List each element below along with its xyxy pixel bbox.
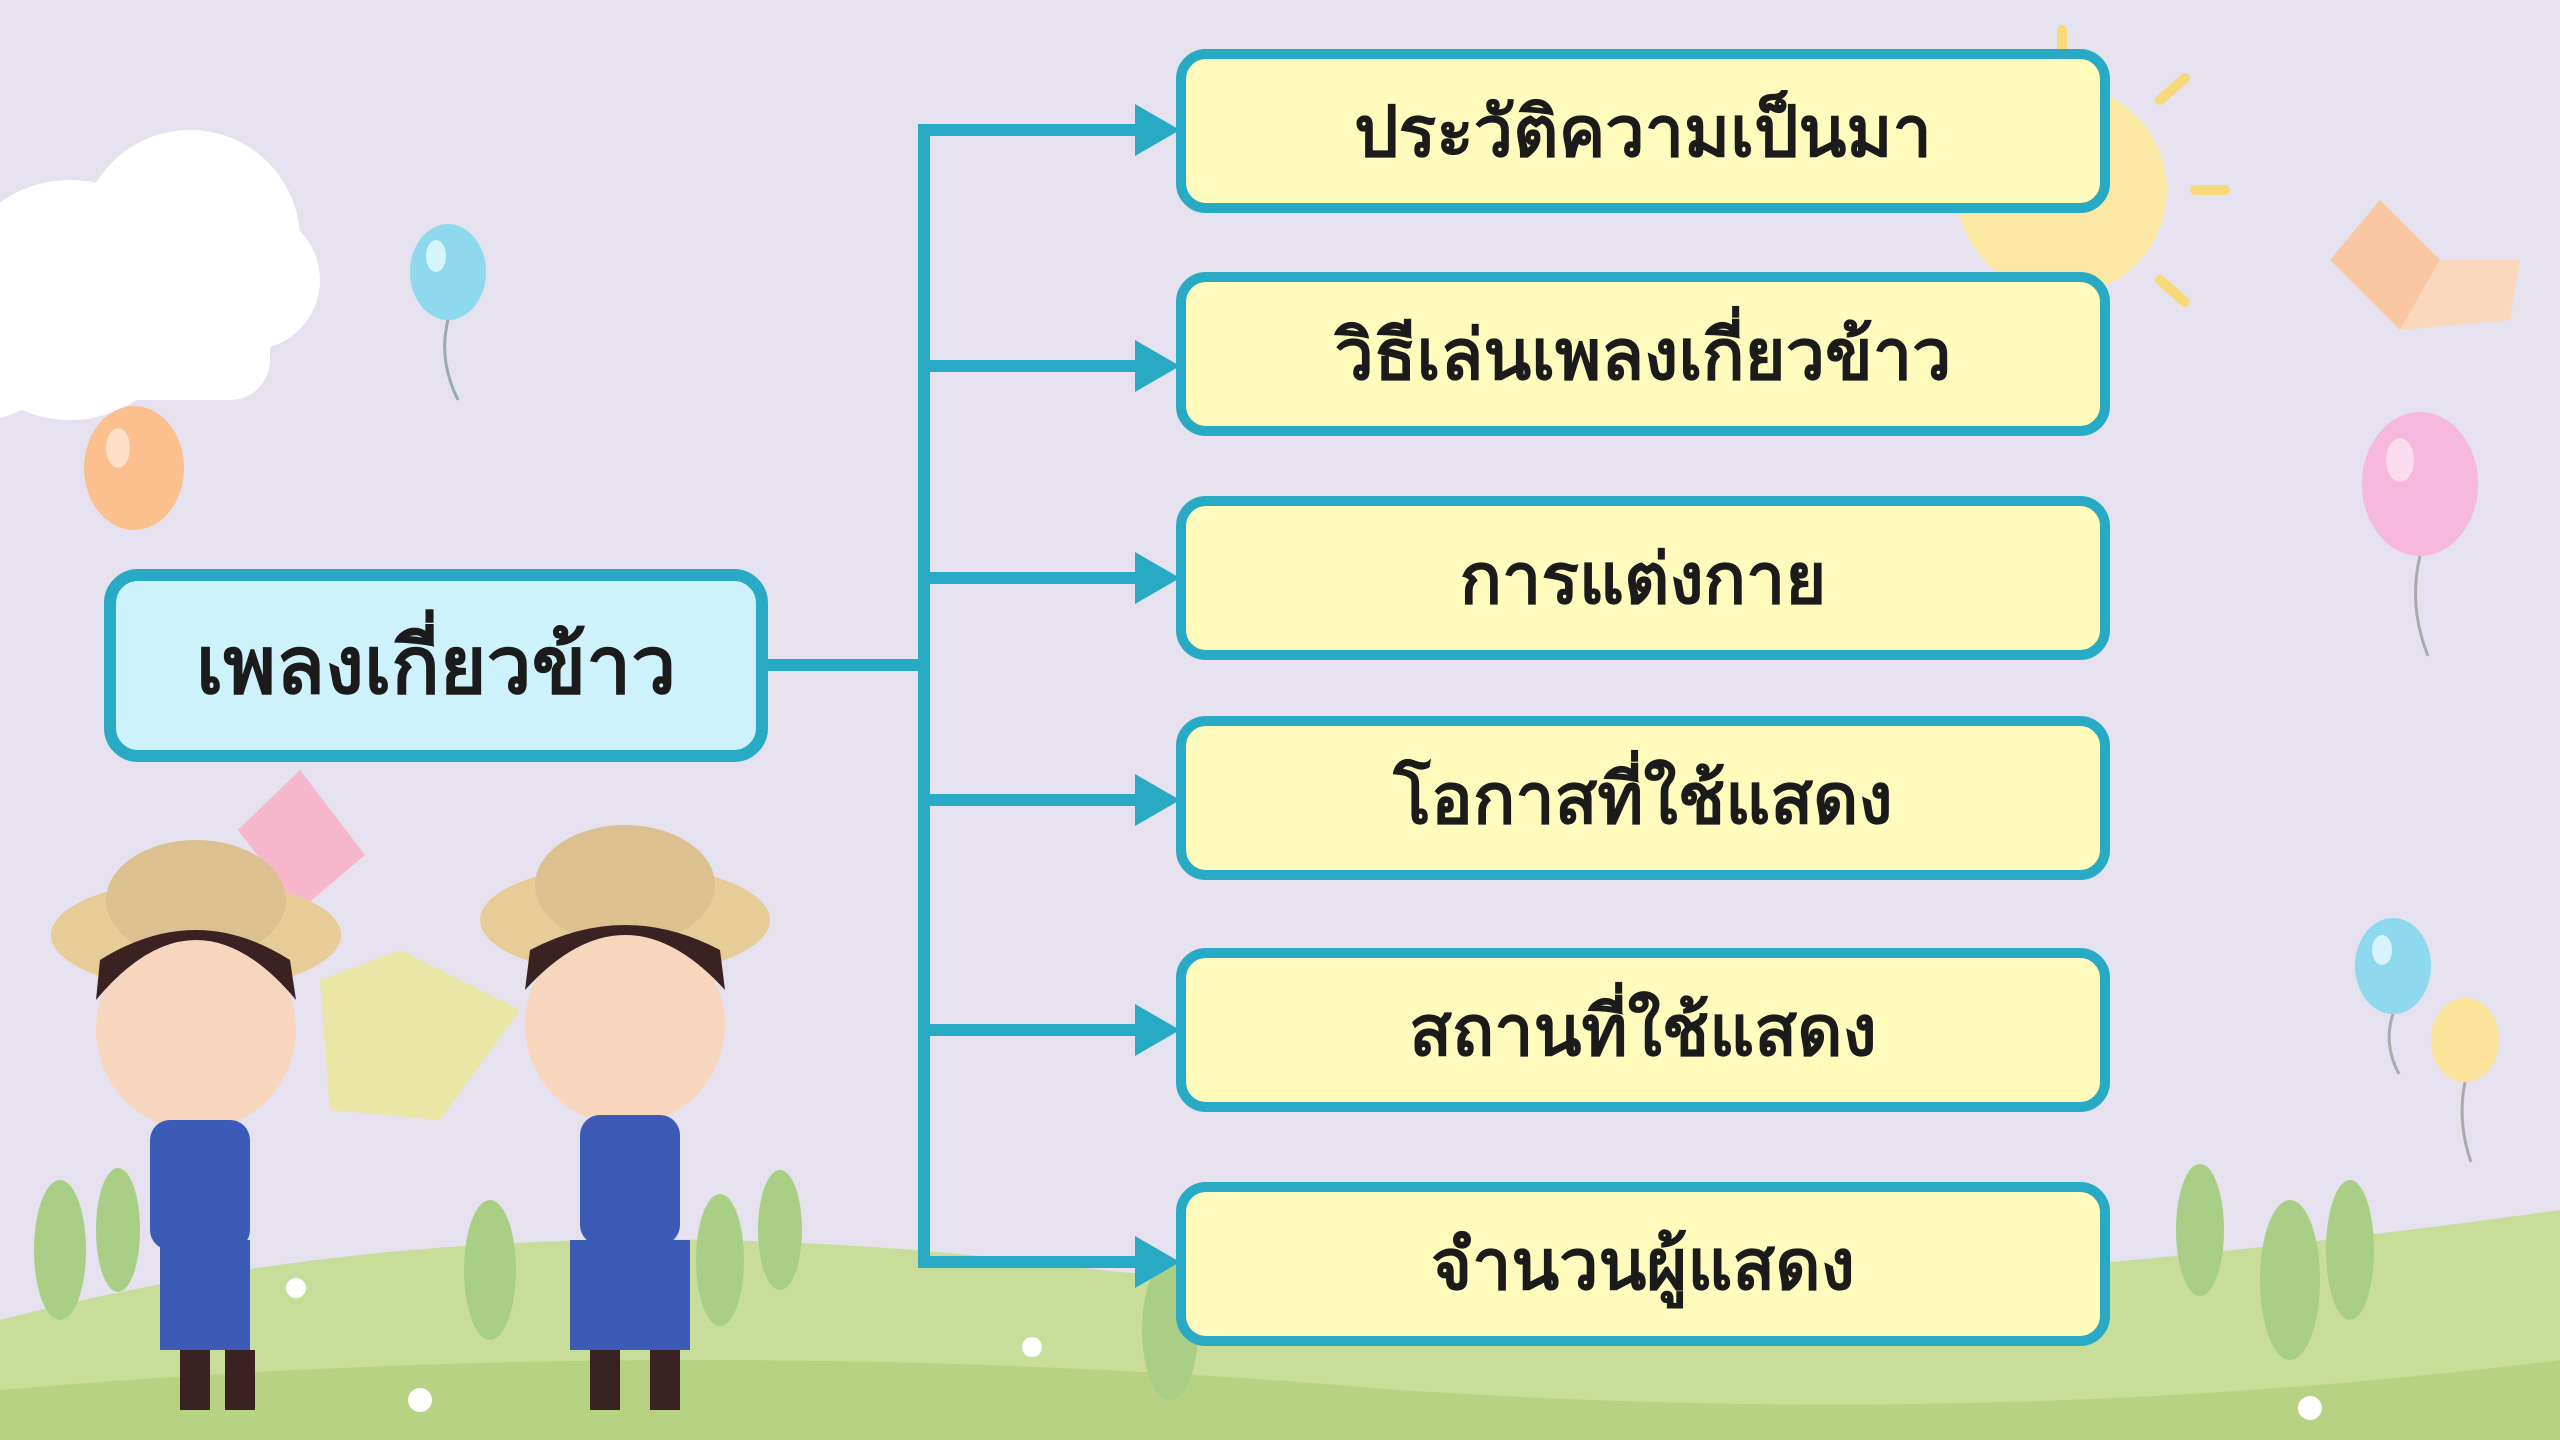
grass-hill-front [0, 1360, 2560, 1440]
subtopic-box-performers: จำนวนผู้แสดง [1176, 1182, 2110, 1346]
farmer-girl-figure [51, 840, 341, 1410]
subtopic-box-venue: สถานที่ใช้แสดง [1176, 948, 2110, 1112]
subtopic-box-history: ประวัติความเป็นมา [1176, 49, 2110, 213]
main-topic-label: เพลงเกี่ยวข้าว [195, 619, 677, 712]
balloon-icon [2431, 998, 2499, 1163]
flower-icon [286, 1278, 2322, 1420]
tree-icon [34, 1164, 2374, 1400]
book-icon [2330, 200, 2520, 330]
main-topic-box: เพลงเกี่ยวข้าว [104, 569, 768, 762]
balloon-icon [2362, 412, 2478, 657]
subtopic-label: วิธีเล่นเพลงเกี่ยวข้าว [1334, 313, 1952, 396]
subtopic-label: สถานที่ใช้แสดง [1409, 989, 1877, 1072]
subtopic-box-costume: การแต่งกาย [1176, 496, 2110, 660]
farmer-boy-figure [480, 825, 770, 1410]
subtopic-box-occasion: โอกาสที่ใช้แสดง [1176, 716, 2110, 880]
subtopic-box-how-to-play: วิธีเล่นเพลงเกี่ยวข้าว [1176, 272, 2110, 436]
balloon-icon [2355, 918, 2431, 1075]
balloon-icon [410, 224, 486, 401]
subtopic-label: โอกาสที่ใช้แสดง [1393, 757, 1893, 840]
cloud-icon [0, 130, 320, 420]
subtopic-label: การแต่งกาย [1459, 537, 1827, 620]
balloon-icon [84, 406, 184, 530]
book-icon [238, 770, 365, 910]
subtopic-label: ประวัติความเป็นมา [1354, 90, 1932, 173]
book-icon [320, 950, 520, 1120]
subtopic-label: จำนวนผู้แสดง [1431, 1223, 1855, 1306]
